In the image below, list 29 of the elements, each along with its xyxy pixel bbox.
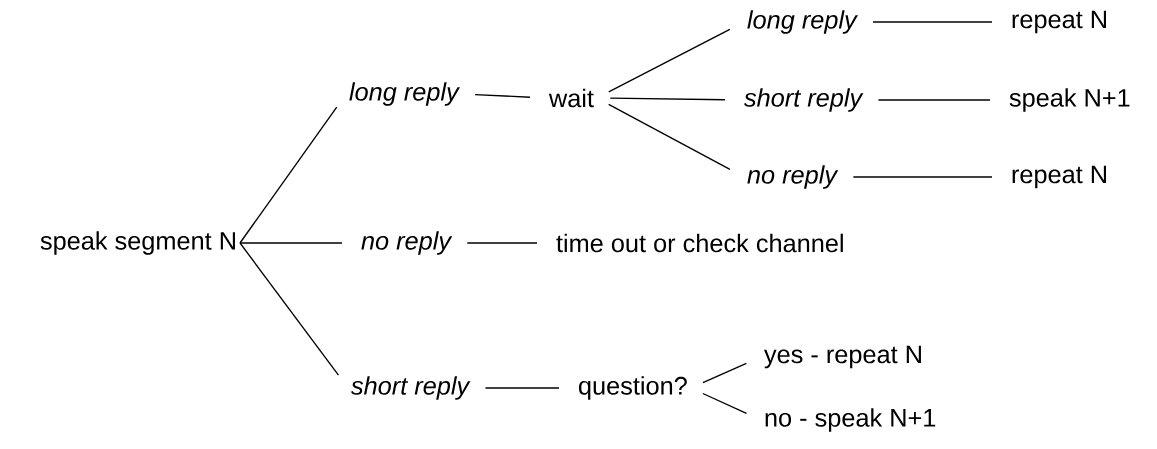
step-label: speak segment N	[40, 231, 235, 255]
connector-line	[608, 103, 731, 171]
connector-line	[474, 93, 531, 98]
connector-line	[608, 28, 731, 93]
connector-line	[484, 387, 560, 389]
action-label: no - speak N+1	[765, 408, 936, 432]
connector-line	[239, 242, 340, 376]
connector-line	[609, 97, 726, 101]
connector-line	[466, 242, 538, 244]
action-label: speak N+1	[1009, 88, 1130, 112]
reply-label: short reply	[744, 88, 864, 112]
action-label: yes - repeat N	[764, 345, 921, 369]
action-label: repeat N	[1012, 165, 1106, 189]
step-label: wait	[548, 88, 594, 108]
connector-line	[702, 392, 748, 415]
connector-line	[872, 21, 993, 23]
reply-label: short reply	[351, 376, 471, 400]
reply-label: long reply	[747, 10, 858, 34]
step-label: question?	[579, 376, 687, 400]
connector-line	[239, 242, 343, 244]
connector-line	[877, 99, 991, 101]
connector-line	[239, 106, 338, 244]
connector-line	[852, 176, 993, 178]
reply-label: no reply	[361, 231, 453, 255]
action-label: repeat N	[1012, 10, 1106, 34]
reply-label: long reply	[349, 82, 460, 106]
action-label: time out or check channel	[556, 233, 843, 253]
connector-line	[702, 362, 748, 384]
reply-label: no reply	[747, 165, 839, 189]
